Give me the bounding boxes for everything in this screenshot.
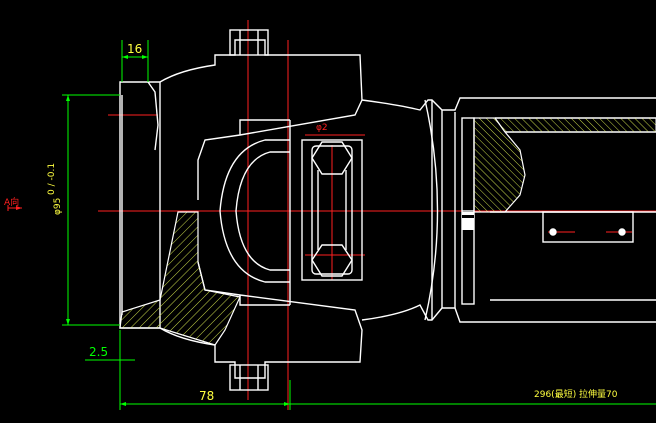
- flange-yoke: [119, 29, 363, 391]
- cross-spider: [301, 139, 363, 281]
- dimension-lines: [62, 40, 656, 410]
- bolt-head-top: [229, 29, 269, 56]
- note-min-length-stroke: 296(最短) 拉伸量70: [534, 388, 618, 400]
- bolt-head-bottom: [229, 364, 269, 391]
- dim-bottom-length: 78: [199, 389, 214, 403]
- yoke-arms: [219, 119, 291, 306]
- cross-body: [301, 139, 363, 281]
- dim-diameter-tolerance: 0 / -0.1: [47, 163, 57, 195]
- dim-step: 2.5: [89, 345, 108, 359]
- bearing-cap-bottom: [311, 244, 353, 277]
- view-arrow: [7, 205, 22, 211]
- flange-plate: [119, 81, 161, 329]
- dim-diameter: φ95: [53, 198, 63, 215]
- lubrication-slot: [542, 211, 634, 243]
- small-mark: φ2: [316, 123, 328, 133]
- dim-top-width: 16: [127, 42, 142, 56]
- flange-section-hatch: [119, 211, 241, 346]
- bearing-cap-top: [311, 141, 353, 175]
- view-label: A向: [4, 196, 19, 208]
